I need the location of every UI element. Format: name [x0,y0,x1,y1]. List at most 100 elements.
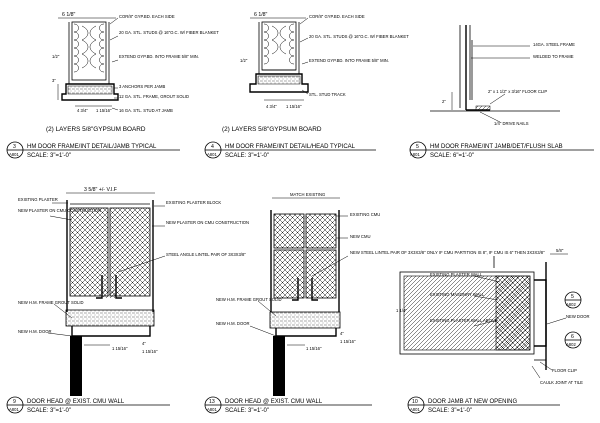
detail-3-dim-4: 1 15/16" [96,108,112,113]
detail-5-number: 5 [416,144,419,150]
detail-10-note-4: FLOOR CLIP [552,368,577,373]
detail-4-dim-0: 6 1/8" [254,12,268,18]
detail-10-note-5: CAULK JOINT AT TILE [540,380,583,385]
detail-10-note-3: NEW DOOR [566,314,590,319]
detail-13-callout: 13 A801 DOOR HEAD @ EXIST. CMU WALL SCAL… [204,396,372,414]
detail-4-note-0: COR/8" GYP.BD. EACH SIDE [309,14,365,19]
detail-13-notes: EXISTING CMU NEW CMU NEW STEEL LINTEL PA… [216,212,545,326]
detail-10-ref-0-sheet: A802 [566,302,576,307]
detail-10-callout: 10 A801 DOOR JAMB AT NEW OPENING SCALE: … [407,396,560,414]
detail-3-dim-1: 1/2" [52,54,60,59]
detail-9-note-3: NEW PLASTER ON CMU CONSTRUCTION [166,220,249,225]
detail-3-scale: SCALE: 3"=1'-0" [27,153,71,159]
detail-9-dim-1: 1 15/16" [112,346,128,351]
detail-5-note-0: 14GA. STEEL FRAME [533,42,575,47]
detail-13: MATCH EXISTING 1 15/16" 4" 1 15/16" EXIS [204,192,545,414]
detail-10-title: DOOR JAMB AT NEW OPENING [428,399,517,405]
detail-13-graphic: MATCH EXISTING 1 15/16" 4" 1 15/16" [249,192,356,396]
detail-4-callout: 4 A801 HM DOOR FRAME/INT DETAIL/HEAD TYP… [204,141,376,159]
detail-3-notes: COR/8" GYP.BD. EACH SIDE 20 GA. STL. STU… [119,14,219,113]
detail-3-note-5: 16 GA. STL. STUD AT JAMB [119,108,173,113]
detail-9-notes: EXISTING PLASTER NEW PLASTER ON CMU CONS… [18,197,249,334]
detail-3-note-4: 12 GA. STL. FRAME, GROUT SOLID [119,94,189,99]
detail-5-note-3: 1/4" DRIVE NAILS [494,121,529,126]
detail-3-note-3: 3 ANCHORS PER JAMB [119,84,166,89]
detail-3-title: HM DOOR FRAME/INT DETAIL/JAMB TYPICAL [27,144,157,150]
detail-9-note-1: NEW PLASTER ON CMU CONSTRUCTION [18,208,101,213]
detail-3-number: 3 [13,144,16,150]
detail-10-notes: EXISTING PLASTER WALL EXISTING MASONRY W… [430,272,590,385]
detail-9-graphic: 3 5/8" +/- V.I.F 1 15/16" 4" 1 15/16" [47,187,166,396]
detail-9-scale: SCALE: 3"=1'-0" [27,408,71,414]
detail-4-note-3: STL. STUD TRACK [309,92,346,97]
detail-5-sheet: A801 [410,152,420,157]
detail-10-note-2: EXISTING PLASTER WALL ABOVE [430,318,498,323]
detail-5-dim-0: 2" [442,99,446,104]
detail-10-ref-0-number: 5 [571,294,574,300]
detail-4: 6 1/8" 1/2" 4 3/4" 1 15/16" COR/8" GYP.B… [204,12,409,159]
detail-4-notes: COR/8" GYP.BD. EACH SIDE 20 GA. STL. STU… [309,14,409,97]
detail-10-ref-1-sheet: A802 [566,342,576,347]
detail-3-dim-0: 6 1/8" [62,12,76,18]
detail-3-dim-3: 4 3/4" [77,108,88,113]
detail-9-note-4: STEEL ANGLE LINTEL PAIR OF 3X3X3/8" [166,252,246,257]
detail-13-scale: SCALE: 3"=1'-0" [225,408,269,414]
detail-13-dim-1: 1 15/16" [306,346,322,351]
detail-4-dim-1: 1/2" [240,58,248,63]
detail-9-dim-2: 4" [142,341,146,346]
detail-9-title: DOOR HEAD @ EXIST. CMU WALL [27,399,125,405]
detail-10-number: 10 [412,399,418,405]
detail-9-sheet: A801 [9,407,19,412]
detail-9-note-0: EXISTING PLASTER [18,197,58,202]
detail-4-sheet: A801 [207,152,217,157]
detail-5-note-2: 2" x 1 1/2" x 3/16" FLOOR CLIP [488,89,547,94]
detail-3-dim-2: 3" [52,78,56,83]
detail-13-number: 13 [209,399,215,405]
detail-4-dim-3: 1 15/16" [286,104,302,109]
detail-9-note-6: NEW H.M. DOOR [18,329,52,334]
detail-4-scale: SCALE: 3"=1'-0" [225,153,269,159]
detail-3-note-1: 20 GA. STL. STUDS @ 16"O.C. W/ FIBER BLA… [119,30,219,35]
detail-4-dim-2: 4 3/4" [266,104,277,109]
detail-13-note-4: NEW H.M. DOOR [216,321,250,326]
detail-4-number: 4 [211,144,214,150]
detail-10-graphic: 5/8" 1 1/4" 5 A802 6 A802 [396,248,582,379]
detail-9-dim-3: 1 15/16" [142,349,158,354]
detail-13-sheet: A801 [207,407,217,412]
detail-3-note-2: EXTEND GYP.BD. INTO FRAME 5/8" MIN. [119,54,199,59]
detail-5-notes: 14GA. STEEL FRAME WELDED TO FRAME 2" x 1… [488,42,575,126]
detail-9-dim-0: 3 5/8" +/- V.I.F [84,187,117,193]
detail-3-callout: 3 A801 HM DOOR FRAME/INT DETAIL/JAMB TYP… [6,141,180,159]
detail-4-title: HM DOOR FRAME/INT DETAIL/HEAD TYPICAL [225,144,356,150]
detail-4-subtitle: (2) LAYERS 5/8"GYPSUM BOARD [222,126,322,133]
detail-10-scale: SCALE: 3"=1'-0" [428,408,472,414]
detail-10-ref-1-number: 6 [571,334,574,340]
detail-5-graphic: 2" [430,25,560,123]
detail-5-scale: SCALE: 6"=1'-0" [430,153,474,159]
detail-5-title: HM DOOR FRAME/INT JAMB/DET/FLUSH SLAB [430,144,563,150]
detail-4-graphic: 6 1/8" 1/2" 4 3/4" 1 15/16" [240,12,309,109]
detail-9-number: 9 [13,399,16,405]
detail-10: 5/8" 1 1/4" 5 A802 6 A802 [396,248,590,414]
detail-3-sheet: A801 [9,152,19,157]
detail-10-sheet: A801 [410,407,420,412]
detail-5: 2" 14GA. STEEL FRAME WELDED TO FRAME 2" … [409,25,594,159]
detail-13-dim-2: 4" [340,331,344,336]
detail-13-dim-0: MATCH EXISTING [290,192,325,197]
detail-10-note-0: EXISTING PLASTER WALL [430,272,483,277]
detail-9-note-2: EXISTING PLASTER BLOCK [166,200,221,205]
detail-5-note-1: WELDED TO FRAME [533,54,574,59]
detail-5-callout: 5 A801 HM DOOR FRAME/INT JAMB/DET/FLUSH … [409,141,594,159]
detail-4-note-1: 20 GA. STL. STUDS @ 16"O.C. W/ FIBER BLA… [309,34,409,39]
detail-9-note-5: NEW H.M. FRAME GROUT SOLID [18,300,84,305]
detail-10-dim-1: 1 1/4" [396,308,407,313]
detail-3-subtitle: (2) LAYERS 5/8"GYPSUM BOARD [46,126,146,133]
detail-13-title: DOOR HEAD @ EXIST. CMU WALL [225,399,323,405]
detail-3-note-0: COR/8" GYP.BD. EACH SIDE [119,14,175,19]
detail-3: 6 1/8" 1/2" 3" 4 3/4" 1 15/16" [6,12,219,159]
detail-9-callout: 9 A801 DOOR HEAD @ EXIST. CMU WALL SCALE… [6,396,170,414]
detail-4-note-2: EXTEND GYP.BD. INTO FRAME 5/8" MIN. [309,58,389,63]
detail-13-note-3: NEW H.M. FRAME GROUT SOLID [216,297,282,302]
